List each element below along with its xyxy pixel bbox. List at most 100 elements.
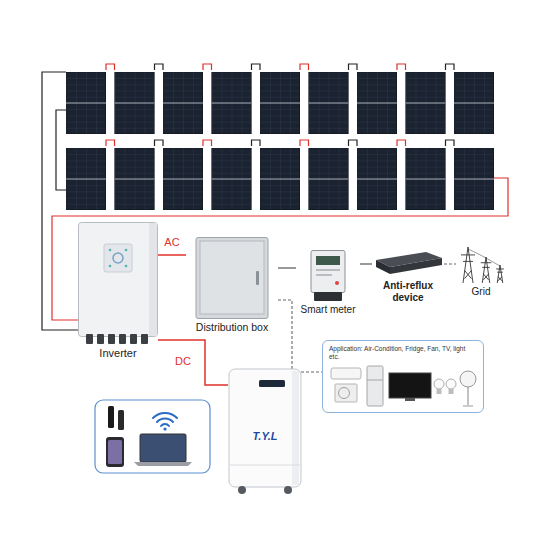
cable-port <box>108 334 115 344</box>
tv-stand <box>405 398 415 401</box>
solar-panel <box>406 148 446 210</box>
solar-panel <box>406 72 446 134</box>
panel-heading: Application: Air-Condition, Fridge, Fan,… <box>329 345 477 361</box>
grid-icon <box>456 244 506 284</box>
cable-port <box>86 334 93 344</box>
connector-line <box>278 267 296 268</box>
phone-screen <box>108 440 122 464</box>
inverter-icon <box>78 222 158 345</box>
component-label: Distribution box <box>186 321 278 334</box>
solar-panel <box>115 148 155 210</box>
fan-icon <box>460 371 476 387</box>
connector-line <box>158 340 228 385</box>
laptop-base <box>134 462 192 466</box>
smart-meter: Smart meter <box>296 250 360 316</box>
bulb-icon <box>434 379 444 389</box>
cabinet-icon <box>186 237 278 319</box>
cable-port <box>119 334 126 344</box>
solar-panel <box>212 148 252 210</box>
component-label: Inverter <box>78 347 158 360</box>
distribution-box: Distribution box <box>186 237 278 334</box>
solar-panel <box>357 148 397 210</box>
panel-link-wire <box>155 140 455 146</box>
solar-panel <box>115 72 155 134</box>
battery-wheel <box>238 486 246 494</box>
inverter-side <box>149 223 157 336</box>
solar-panel <box>163 148 203 210</box>
meter-body <box>311 251 345 293</box>
cable-port <box>97 334 104 344</box>
bulb-base <box>437 389 442 394</box>
wifi-dongle <box>108 406 114 428</box>
battery-side <box>292 371 299 485</box>
fan-stand <box>463 387 473 406</box>
inverter-display <box>104 244 132 272</box>
row-link-wire <box>56 110 66 190</box>
tv-icon <box>389 373 431 398</box>
monitoring-frame <box>95 400 210 473</box>
pylon-icon <box>496 265 504 283</box>
solar-panel <box>163 72 203 134</box>
air-conditioner-icon <box>331 368 361 379</box>
outdoor-unit-icon <box>335 384 357 402</box>
app-drawing <box>331 366 476 406</box>
grid-drawing <box>461 247 504 283</box>
wifi-symbol <box>153 413 177 426</box>
battery-drawing <box>229 369 301 494</box>
solar-panel <box>66 148 106 210</box>
solar-array <box>66 72 494 210</box>
phone-icon <box>106 437 124 467</box>
monitoring-panel <box>95 400 210 473</box>
component-label: Anti-reflux device <box>372 280 444 304</box>
meter-plate <box>316 269 340 271</box>
inverter-drawing <box>79 223 158 345</box>
display-icon <box>113 253 123 263</box>
battery-seam <box>230 465 300 466</box>
fridge-door-line <box>367 379 383 380</box>
meter-drawing <box>311 251 345 302</box>
reflux-drawing <box>376 252 442 274</box>
status-led <box>109 265 112 268</box>
battery-housing <box>229 369 301 487</box>
application-panel: Application: Air-Condition, Fridge, Fan,… <box>322 340 484 413</box>
solar-panel <box>454 148 494 210</box>
solar-panel <box>309 72 349 134</box>
cabinet-body <box>196 238 268 319</box>
device-front <box>390 258 442 274</box>
pylon-icon <box>461 247 475 283</box>
solar-panel <box>66 72 106 134</box>
cable-port <box>130 334 137 344</box>
meter-icon <box>296 250 360 302</box>
cabinet-door <box>200 241 264 314</box>
bulb-base <box>449 389 454 394</box>
battery-screen <box>259 380 285 387</box>
app-icon <box>329 364 477 408</box>
terminal-block <box>314 292 342 301</box>
solar-panel <box>212 72 252 134</box>
meter-plate <box>316 274 332 276</box>
status-led <box>125 265 128 268</box>
cabinet-drawing <box>196 238 268 319</box>
fridge-icon <box>367 366 383 406</box>
connector-line <box>158 254 186 256</box>
solar-panel <box>260 72 300 134</box>
solar-panel <box>260 148 300 210</box>
component-label: Smart meter <box>296 304 360 316</box>
meter-led <box>335 281 339 285</box>
brand-logo: T.Y.L <box>228 430 302 443</box>
edge-label: DC <box>173 355 193 368</box>
status-led <box>109 249 112 252</box>
wifi-dongle <box>118 410 124 430</box>
component-label: Grid <box>456 286 506 298</box>
battery-wheel <box>284 486 292 494</box>
panel-link-wire <box>106 64 406 70</box>
solar-panel <box>309 148 349 210</box>
outdoor-fan <box>339 387 350 398</box>
reflux-icon <box>372 250 444 278</box>
wifi-dot <box>163 427 166 430</box>
solar-panel <box>454 72 494 134</box>
meter-display <box>316 256 340 265</box>
panel-link-wire <box>155 64 455 70</box>
solar-panel <box>357 72 397 134</box>
device-side <box>376 260 390 274</box>
